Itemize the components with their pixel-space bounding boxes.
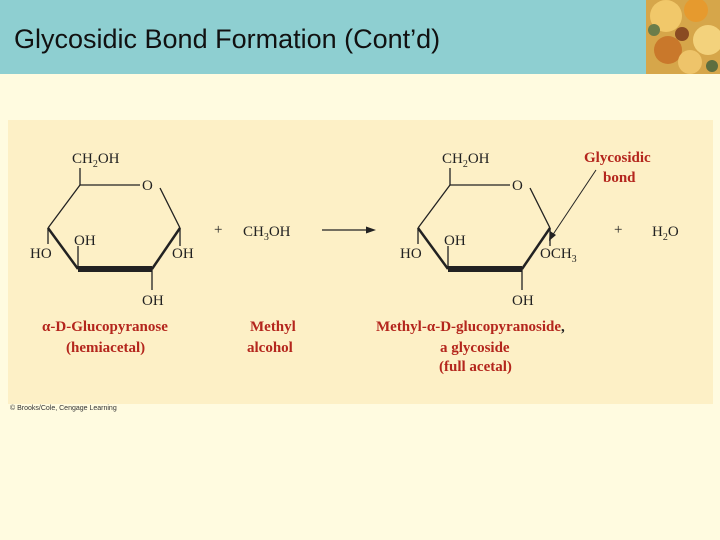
reactant-oh-bottom: OH <box>142 293 164 309</box>
reactant-ring-oxygen: O <box>142 178 153 194</box>
water-formula: H2O <box>652 224 679 243</box>
reactant-anomeric-oh: OH <box>172 246 194 262</box>
plus-sign-2: + <box>614 222 622 238</box>
product-ch2oh: CH2OH <box>442 151 490 170</box>
copyright-credit: © Brooks/Cole, Cengage Learning <box>10 405 117 412</box>
slide-title: Glycosidic Bond Formation (Cont’d) <box>14 24 441 54</box>
product-och3: OCH3 <box>540 246 577 265</box>
reactant-ho: HO <box>30 246 52 262</box>
methanol-label-line1: Methyl <box>250 319 296 335</box>
product-ring <box>416 168 552 290</box>
glycosidic-bond-label-line2: bond <box>603 170 636 186</box>
reactant-name-line2: (hemiacetal) <box>66 340 145 356</box>
reaction-arrow <box>322 226 376 234</box>
reactant-ring <box>46 168 182 290</box>
product-name: Methyl-α-D-glucopyranoside, <box>376 319 565 335</box>
product-ring-oxygen: O <box>512 178 523 194</box>
product-name-line3: (full acetal) <box>439 359 512 375</box>
slide-header <box>0 0 720 74</box>
glycosidic-bond-pointer <box>549 169 597 241</box>
methanol-label-line2: alcohol <box>247 340 293 356</box>
plus-sign-1: + <box>214 222 222 238</box>
product-name-line2: a glycoside <box>440 340 510 356</box>
product-ho: HO <box>400 246 422 262</box>
corner-photo <box>646 0 720 74</box>
product-oh-bottom: OH <box>512 293 534 309</box>
reactant-name: α-D-Glucopyranose <box>42 319 168 335</box>
reaction-panel <box>8 120 713 404</box>
reactant-oh-c2: OH <box>74 233 96 249</box>
reactant-ch2oh: CH2OH <box>72 151 120 170</box>
glycosidic-bond-label-line1: Glycosidic <box>584 150 651 166</box>
product-oh-c2: OH <box>444 233 466 249</box>
methanol-formula: CH3OH <box>243 224 291 243</box>
